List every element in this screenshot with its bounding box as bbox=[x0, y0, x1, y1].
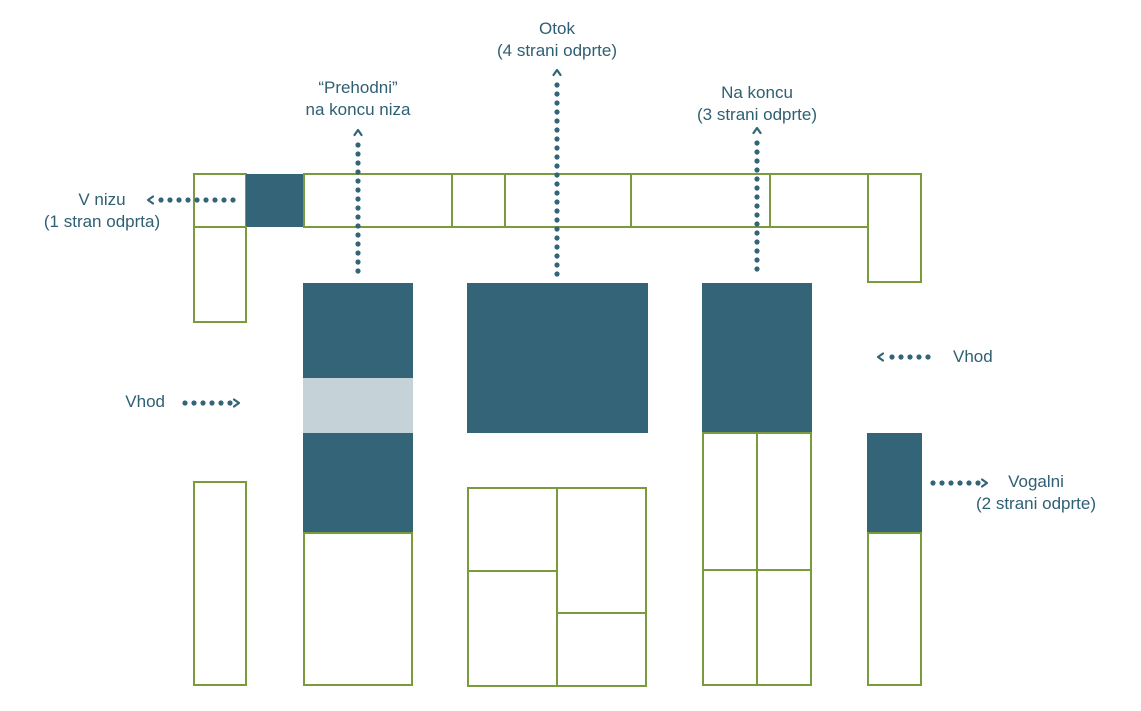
label-prehodni-title: “Prehodni” bbox=[318, 78, 398, 97]
left-top-booth bbox=[193, 226, 247, 323]
label-vhod-left: Vhod bbox=[100, 391, 165, 413]
in-line-booth-highlight bbox=[246, 174, 304, 227]
label-vhod-right-text: Vhod bbox=[953, 347, 993, 366]
pass-through-booth-bottom bbox=[303, 433, 413, 533]
pointer-prehodni bbox=[355, 142, 361, 274]
label-otok-title: Otok bbox=[539, 19, 575, 38]
end-cap-booth bbox=[702, 283, 812, 433]
pointer-na-koncu bbox=[754, 140, 760, 272]
pointer-vhod-left-arrow bbox=[232, 398, 241, 408]
pointer-vhod-right bbox=[889, 354, 931, 360]
pass-through-aisle bbox=[303, 378, 413, 433]
pointer-vhod-left bbox=[182, 400, 233, 406]
pointer-vogalni bbox=[930, 480, 981, 486]
pointer-otok bbox=[554, 82, 560, 277]
label-v-nizu-title: V nizu bbox=[78, 190, 126, 209]
pass-through-booth-top bbox=[303, 283, 413, 378]
right-bottom-booth bbox=[867, 532, 922, 686]
label-vhod-left-text: Vhod bbox=[125, 392, 165, 411]
island-booth bbox=[467, 283, 648, 433]
label-v-nizu: V nizu (1 stran odprta) bbox=[44, 189, 160, 233]
top-row-booth-1 bbox=[193, 173, 247, 228]
label-prehodni: “Prehodni” na koncu niza bbox=[306, 77, 411, 121]
label-vogalni: Vogalni (2 strani odprte) bbox=[976, 471, 1096, 515]
top-row-booth-6 bbox=[769, 173, 869, 228]
top-row-booth-5 bbox=[630, 173, 771, 228]
pointer-v-nizu-arrow bbox=[146, 195, 155, 205]
pointer-vogalni-arrow bbox=[980, 478, 989, 488]
pointer-prehodni-arrow bbox=[353, 128, 363, 137]
column-2-bottom-booth bbox=[303, 532, 413, 686]
top-row-booth-3 bbox=[451, 173, 506, 228]
pointer-otok-arrow bbox=[552, 68, 562, 77]
pointer-na-koncu-arrow bbox=[752, 126, 762, 135]
label-otok-sub: (4 strani odprte) bbox=[497, 41, 617, 60]
corner-booth-highlight bbox=[867, 433, 922, 533]
label-vhod-right: Vhod bbox=[953, 346, 993, 368]
top-row-booth-2 bbox=[303, 173, 453, 228]
pointer-v-nizu bbox=[158, 197, 236, 203]
label-na-koncu: Na koncu (3 strani odprte) bbox=[697, 82, 817, 126]
label-otok: Otok (4 strani odprte) bbox=[497, 18, 617, 62]
left-bottom-booth bbox=[193, 481, 247, 686]
label-vogalni-title: Vogalni bbox=[1008, 472, 1064, 491]
label-vogalni-sub: (2 strani odprte) bbox=[976, 494, 1096, 513]
top-row-booth-4 bbox=[504, 173, 632, 228]
pointer-vhod-right-arrow bbox=[876, 352, 885, 362]
label-na-koncu-sub: (3 strani odprte) bbox=[697, 105, 817, 124]
right-top-booth bbox=[867, 173, 922, 283]
label-na-koncu-title: Na koncu bbox=[721, 83, 793, 102]
label-v-nizu-sub: (1 stran odprta) bbox=[43, 212, 161, 231]
label-prehodni-sub: na koncu niza bbox=[305, 100, 411, 119]
